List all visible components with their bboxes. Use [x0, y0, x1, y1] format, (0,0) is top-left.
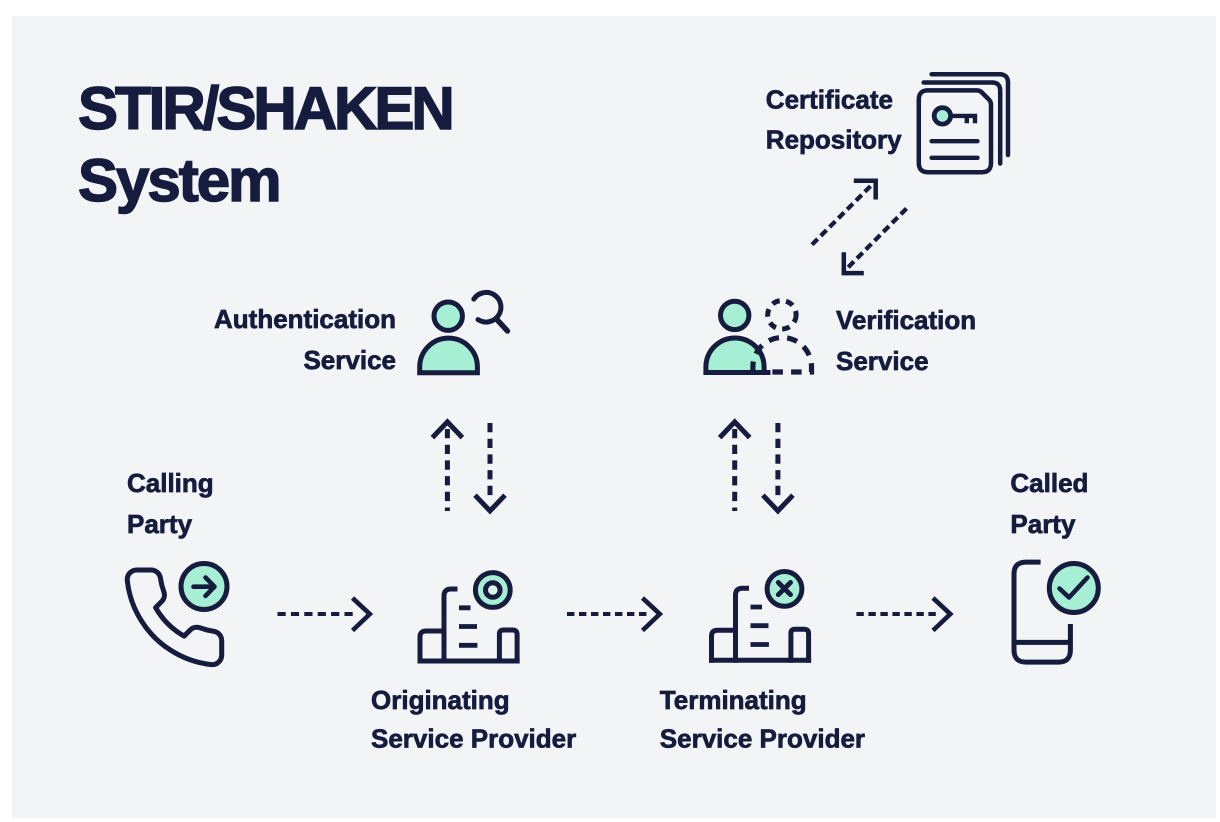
svg-text:Service Provider: Service Provider [660, 724, 865, 754]
svg-text:Verification: Verification [836, 305, 976, 335]
svg-text:Party: Party [1010, 509, 1076, 539]
svg-text:System: System [78, 147, 279, 214]
svg-text:Service Provider: Service Provider [371, 724, 576, 754]
svg-text:Party: Party [127, 509, 193, 539]
svg-text:Calling: Calling [127, 468, 214, 498]
svg-text:Service: Service [836, 346, 929, 376]
svg-text:Certificate: Certificate [766, 84, 893, 114]
svg-text:Terminating: Terminating [660, 685, 807, 715]
svg-text:Authentication: Authentication [214, 304, 396, 334]
svg-text:STIR/SHAKEN: STIR/SHAKEN [78, 75, 452, 142]
svg-text:Repository: Repository [766, 124, 902, 154]
svg-text:Called: Called [1010, 468, 1088, 498]
svg-text:Service: Service [303, 345, 396, 375]
svg-text:Originating: Originating [371, 685, 510, 715]
